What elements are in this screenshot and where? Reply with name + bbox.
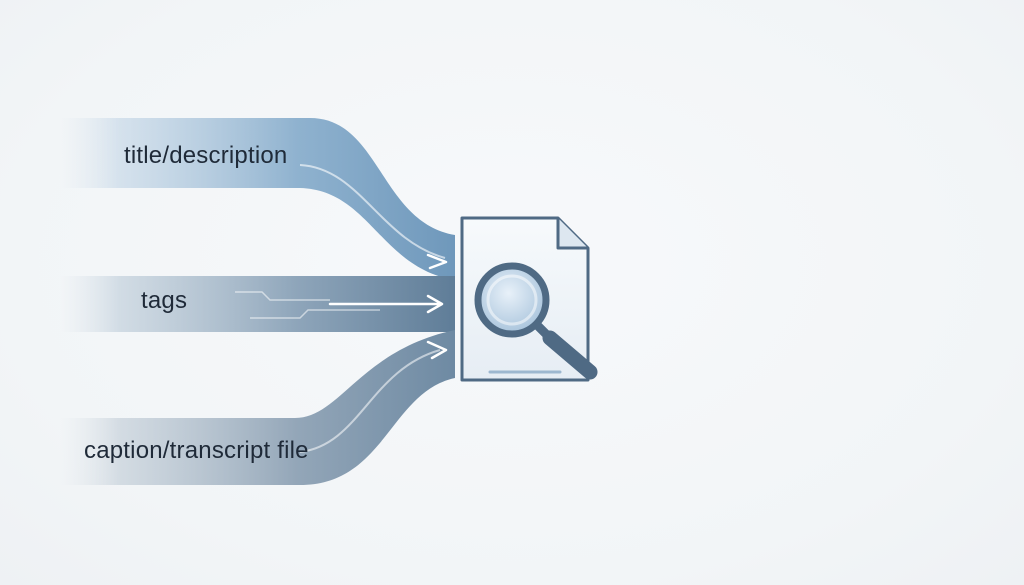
input-label-caption-transcript: caption/transcript file xyxy=(84,437,309,464)
stream-title-arrow-icon xyxy=(426,253,448,270)
input-label-tags: tags xyxy=(141,287,188,314)
stream-tags-arrow-icon xyxy=(328,294,444,314)
stream-title-description xyxy=(60,118,455,280)
input-label-title-description: title/description xyxy=(124,142,288,169)
stream-caption-transcript xyxy=(60,330,455,485)
stream-tags xyxy=(60,276,455,332)
document-search-icon xyxy=(460,216,598,382)
stream-caption-arrow-icon xyxy=(426,340,448,360)
stream-title-highlight xyxy=(299,164,446,259)
stream-tags-circuit xyxy=(235,291,380,319)
stream-caption-highlight xyxy=(299,349,441,453)
